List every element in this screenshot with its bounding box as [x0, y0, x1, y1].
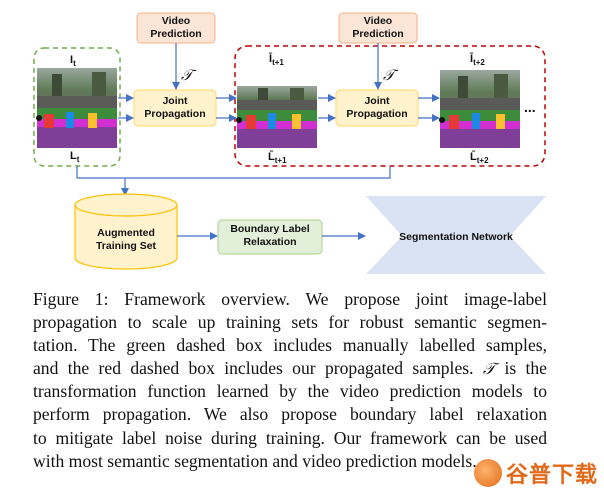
- label-line: Prediction: [150, 28, 201, 40]
- merge-connector: [76, 166, 391, 179]
- label-line: Video: [162, 15, 190, 27]
- image-t2-label: Īt+2: [469, 53, 485, 67]
- label-line: Prediction: [352, 28, 403, 40]
- label-t2-label: L̄t+2: [470, 151, 489, 165]
- label-map-t2: [439, 110, 520, 148]
- label-line: Joint: [364, 95, 390, 107]
- caption-line: Figure 1: Framework overview. We propose…: [33, 289, 547, 309]
- label-line: Training Set: [96, 240, 157, 252]
- image-t-label: It: [70, 54, 76, 68]
- watermark-text: 谷普下载: [505, 463, 598, 488]
- segmentation-network-node: Segmentation Network: [366, 196, 546, 274]
- ellipsis: ...: [524, 99, 536, 115]
- label-line: Video: [364, 15, 392, 27]
- frame-t2: Īt+2 L̄t+2: [439, 53, 520, 165]
- watermark-logo-icon: [473, 459, 502, 487]
- label-map-t1: [236, 110, 317, 148]
- label-line: Propagation: [144, 108, 205, 120]
- label-map-t: [36, 108, 117, 148]
- caption-line: with most semantic segmentation and vide…: [33, 450, 477, 471]
- label-line: Relaxation: [243, 236, 296, 248]
- caption-line: tation. The green dashed box includes ma…: [33, 335, 547, 356]
- label-line: Propagation: [346, 108, 407, 120]
- caption-transform-symbol: 𝒯: [482, 359, 496, 379]
- caption-line: to mitigate label noise during training.…: [33, 427, 547, 448]
- frame-t1: Īt+1 L̄t+1: [236, 53, 317, 165]
- caption-line: transformation function learned by the v…: [33, 381, 547, 402]
- image-t1-label: Īt+1: [268, 53, 284, 67]
- framework-diagram: It Lt Īt+1 L̄t+1: [33, 12, 546, 274]
- caption-line-part: and the red dashed box includes our prop…: [33, 358, 474, 379]
- figure-caption: Figure 1: Framework overview. We propose…: [33, 288, 547, 473]
- caption-line-part: is the: [504, 358, 547, 379]
- watermark: 谷普下载: [473, 457, 598, 489]
- label-line: Joint: [162, 95, 188, 107]
- caption-line: and the red dashed box includes our prop…: [33, 357, 547, 380]
- segmentation-network-label: Segmentation Network: [399, 231, 513, 243]
- label-t-label: Lt: [70, 150, 80, 164]
- label-line: Boundary Label: [230, 223, 309, 235]
- transform-symbol-2: 𝒯: [383, 66, 399, 84]
- frame-t: It Lt: [36, 54, 117, 164]
- label-t1-label: L̄t+1: [268, 151, 287, 165]
- label-line: Augmented: [97, 227, 155, 239]
- caption-line: propagation to scale up training sets fo…: [33, 312, 547, 333]
- caption-line: perform propagation. We also propose bou…: [33, 404, 547, 425]
- transform-symbol-1: 𝒯: [181, 66, 197, 84]
